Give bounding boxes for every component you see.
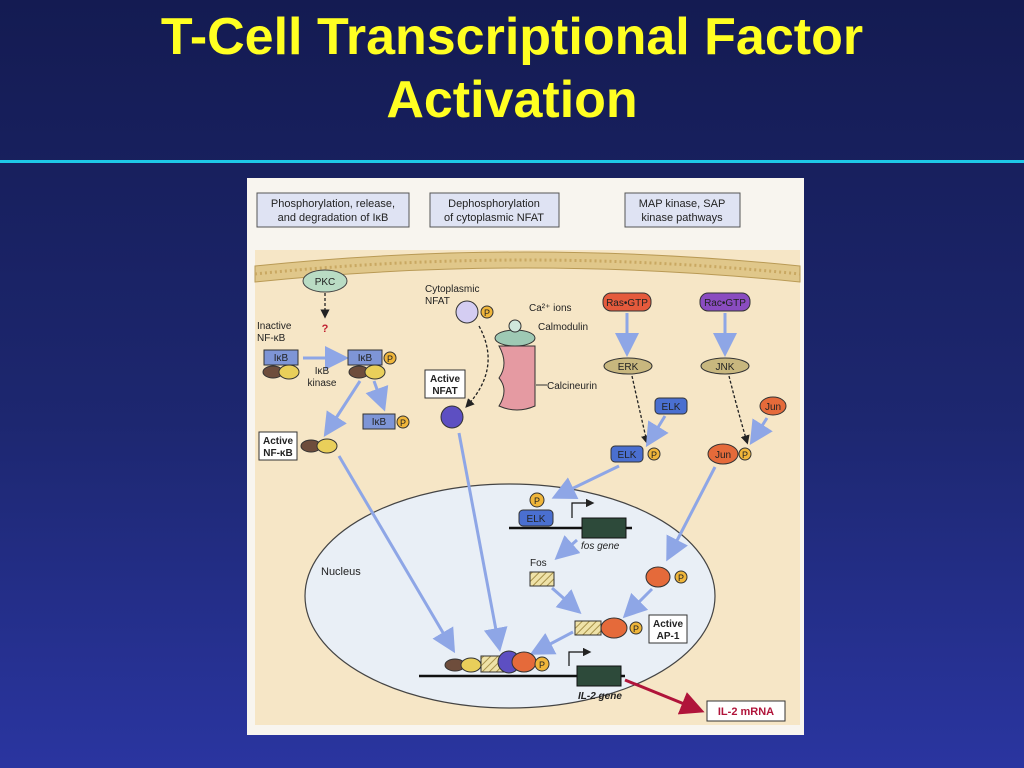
active-ap1-label-2: AP-1 [657, 631, 680, 642]
active-nfat-label-1: Active [430, 374, 460, 385]
p-label-9: P [539, 660, 545, 670]
elk-label-3: ELK [527, 514, 546, 525]
il2-gene-label: IL-2 gene [578, 691, 622, 702]
cyto-nfat-label-2: NFAT [425, 296, 450, 307]
calmodulin-label: Calmodulin [538, 322, 588, 333]
slide-title-line2: Activation [386, 71, 638, 129]
active-nfkb-label-1: Active [263, 436, 293, 447]
box1-line2: and degradation of IκB [278, 212, 389, 224]
rac-label: Rac•GTP [704, 298, 746, 309]
inactive-label-2: NF-κB [257, 333, 286, 344]
elk-label-2: ELK [618, 450, 637, 461]
cell-membrane [254, 251, 801, 283]
elk-on-dna [518, 509, 554, 527]
il2-gene [576, 665, 622, 687]
jun-inactive [759, 396, 787, 416]
jnk [700, 357, 750, 375]
p-label-1: P [387, 354, 393, 364]
ras-label: Ras•GTP [606, 298, 648, 309]
title-divider [0, 160, 1024, 163]
p-label-3: P [484, 308, 490, 318]
box3-line2: kinase pathways [641, 212, 723, 224]
p-label-8: P [633, 624, 639, 634]
active-ap1-box: Active AP-1 [648, 614, 688, 644]
active-ap1-complex: P [574, 617, 643, 639]
ras-gtp [602, 292, 652, 312]
nucleus [304, 483, 716, 709]
cyto-nfat-label-1: Cytoplasmic [425, 284, 479, 295]
ikb-label-1: IκB [274, 353, 289, 364]
jun-label-1: Jun [765, 402, 781, 413]
fos-gene [581, 517, 627, 539]
ikb-kinase-label-1: IκB [315, 366, 330, 377]
p-label-5: P [742, 450, 748, 460]
signaling-diagram: Phosphorylation, release, and degradatio… [247, 178, 804, 735]
active-nfkb-label-2: NF-κB [263, 448, 292, 459]
released-ikb: IκB P [362, 413, 410, 430]
box3-line1: MAP kinase, SAP [639, 198, 726, 210]
active-nfat [440, 405, 464, 429]
il2-mrna-label: IL-2 mRNA [718, 706, 774, 718]
active-nfkb-box: Active NF-κB [258, 431, 298, 461]
jun-label-2: Jun [715, 450, 731, 461]
elk-label-1: ELK [662, 402, 681, 413]
p-label-6: P [534, 496, 540, 506]
active-ap1-label-1: Active [653, 619, 683, 630]
pkc [302, 269, 348, 293]
box-nfat-dephosphorylation: Dephosphorylation of cytoplasmic NFAT [429, 192, 560, 228]
fos-gene-label: fos gene [581, 541, 620, 552]
fos-protein [529, 571, 555, 587]
p-label-7: P [678, 573, 684, 583]
slide-title-line1: T-Cell Transcriptional Factor [160, 8, 864, 66]
il2-mrna-box: IL-2 mRNA [706, 700, 786, 722]
cytoplasmic-nfat [455, 300, 479, 324]
phospho-ikb-complex: IκB P [347, 349, 397, 380]
calcineurin [498, 345, 536, 411]
fos-label: Fos [530, 558, 547, 569]
ikb-label-2: IκB [358, 353, 373, 364]
elk-active [610, 445, 644, 463]
nucleus-label: Nucleus [321, 566, 361, 578]
pkc-label: PKC [315, 277, 336, 288]
slide-title: T-Cell Transcriptional Factor Activation [0, 6, 1024, 132]
active-nfat-box: Active NFAT [424, 369, 466, 399]
rac-gtp [699, 292, 751, 312]
p-label-4: P [651, 450, 657, 460]
ca-ions-label: Ca²⁺ ions [529, 303, 572, 314]
signaling-diagram-svg: Phosphorylation, release, and degradatio… [254, 192, 801, 725]
box2-line2: of cytoplasmic NFAT [444, 212, 544, 224]
box1-line1: Phosphorylation, release, [271, 198, 395, 210]
ikb-label-3: IκB [372, 417, 387, 428]
erk [603, 357, 653, 375]
pkc-question: ? [322, 323, 329, 335]
active-nfat-label-2: NFAT [432, 386, 457, 397]
il2-promoter-complex: P [444, 650, 550, 674]
box-map-kinase: MAP kinase, SAP kinase pathways [624, 192, 741, 228]
calcineurin-label: Calcineurin [547, 381, 597, 392]
ikb-kinase-label-2: kinase [308, 378, 337, 389]
elk-inactive [654, 397, 688, 415]
inactive-label-1: Inactive [257, 321, 292, 332]
box-ikb-degradation: Phosphorylation, release, and degradatio… [256, 192, 410, 228]
jnk-label: JNK [716, 362, 735, 373]
jun-active [707, 443, 739, 465]
p-label-2: P [400, 418, 406, 428]
box2-line1: Dephosphorylation [448, 198, 540, 210]
erk-label: ERK [618, 362, 639, 373]
inactive-nfkb-complex: IκB [262, 349, 300, 380]
